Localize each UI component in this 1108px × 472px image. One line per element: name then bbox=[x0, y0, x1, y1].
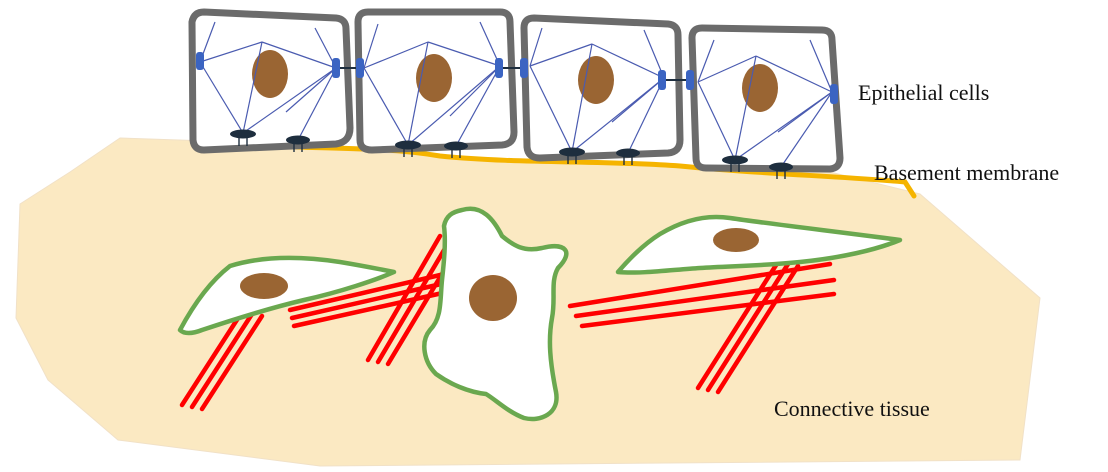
epithelial-cells-label: Epithelial cells bbox=[858, 82, 989, 104]
nucleus bbox=[469, 275, 517, 321]
hemidesmosome bbox=[616, 149, 640, 158]
hemidesmosome bbox=[286, 136, 310, 145]
nucleus bbox=[252, 50, 288, 98]
connective-tissue-label: Connective tissue bbox=[774, 398, 930, 420]
hemidesmosome bbox=[230, 130, 256, 139]
hemidesmosome bbox=[395, 141, 421, 150]
junction-left bbox=[356, 58, 364, 78]
junction-right bbox=[658, 70, 666, 90]
junction-right bbox=[830, 84, 838, 104]
junction-right bbox=[495, 58, 503, 78]
hemidesmosome bbox=[722, 156, 748, 165]
epithelial-cell-2 bbox=[356, 12, 514, 151]
hemidesmosome bbox=[769, 163, 793, 172]
junction-left bbox=[196, 52, 204, 70]
epithelial-cell-3 bbox=[520, 18, 680, 158]
nucleus bbox=[713, 228, 759, 252]
basement-membrane-label: Basement membrane bbox=[874, 162, 1059, 184]
junction-left bbox=[686, 70, 694, 90]
epithelial-cell-4 bbox=[686, 28, 840, 172]
hemidesmosome bbox=[559, 148, 585, 157]
nucleus bbox=[742, 64, 778, 112]
nucleus bbox=[240, 273, 288, 299]
junction-left bbox=[520, 58, 528, 78]
epithelial-cell-1 bbox=[192, 12, 350, 150]
nucleus bbox=[578, 56, 614, 104]
junction-right bbox=[332, 58, 340, 78]
hemidesmosome bbox=[444, 142, 468, 151]
